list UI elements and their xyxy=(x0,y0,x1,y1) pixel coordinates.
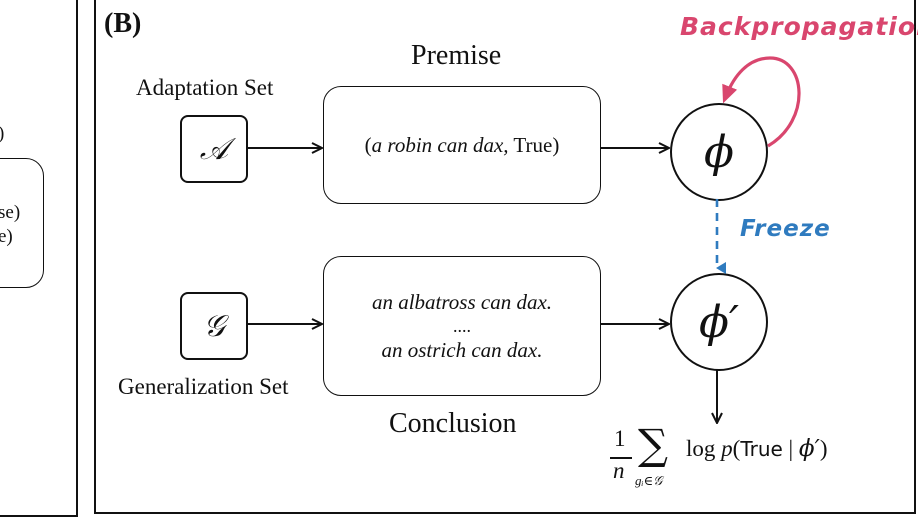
generalization-set-label: Generalization Set xyxy=(118,374,289,399)
formula-fraction-bar xyxy=(610,457,632,459)
left-fragment-2: se) xyxy=(0,202,21,224)
premise-box: (a robin can dax, True) xyxy=(323,86,601,204)
generalization-set-box: 𝒢 xyxy=(180,292,248,360)
formula-p: p xyxy=(721,436,733,461)
formula-true: True xyxy=(740,437,783,461)
phi-prime-symbol: ϕ′ xyxy=(699,296,739,348)
freeze-label: Freeze xyxy=(740,216,831,242)
backpropagation-label: Backpropagation xyxy=(680,12,918,41)
premise-title: Premise xyxy=(411,40,502,71)
conclusion-title: Conclusion xyxy=(389,408,517,439)
panel-b-frame xyxy=(94,0,916,514)
conclusion-box: an albatross can dax. .... an ostrich ca… xyxy=(323,256,601,396)
phi-prime-node: ϕ′ xyxy=(670,273,768,371)
premise-truth-value: True xyxy=(513,132,553,157)
adaptation-symbol: 𝒜 xyxy=(199,131,229,167)
formula-open-paren: ( xyxy=(732,436,741,461)
objective-formula: 1 n ∑ gᵢ∈𝒢 log p(True | ϕ′) xyxy=(608,420,908,504)
left-fragment-1: ) xyxy=(0,123,4,145)
formula-sum-subscript: gᵢ∈𝒢 xyxy=(635,473,663,488)
formula-separator: | xyxy=(782,436,799,461)
premise-close: ) xyxy=(552,132,560,157)
adaptation-set-box: 𝒜 xyxy=(180,115,248,183)
conclusion-line-2: .... xyxy=(453,316,471,336)
conclusion-line-1: an albatross can dax. xyxy=(371,290,553,314)
left-panel-frame xyxy=(0,0,78,517)
phi-symbol: ϕ xyxy=(704,126,734,178)
formula-log: log xyxy=(686,436,722,461)
conclusion-line-3: an ostrich can dax. xyxy=(381,338,543,362)
generalization-symbol: 𝒢 xyxy=(203,308,225,344)
formula-denominator: n xyxy=(613,458,625,483)
left-rounded-box xyxy=(0,158,44,288)
formula-body: log p(True | ϕ′) xyxy=(686,436,827,462)
phi-node: ϕ xyxy=(670,103,768,201)
adaptation-set-label: Adaptation Set xyxy=(136,75,274,100)
premise-statement: a robin can dax, xyxy=(371,132,509,157)
arrow-backpropagation-loop xyxy=(722,56,801,148)
formula-numerator: 1 xyxy=(614,426,626,451)
premise-text: (a robin can dax, True) xyxy=(365,133,560,158)
formula-phi-prime: ϕ′ xyxy=(798,436,820,462)
panel-b-label: (B) xyxy=(104,8,142,39)
left-fragment-3: e) xyxy=(0,226,13,248)
formula-close-paren: ) xyxy=(819,436,828,461)
premise-open: ( xyxy=(364,132,372,157)
formula-sum-symbol: ∑ xyxy=(638,420,668,469)
